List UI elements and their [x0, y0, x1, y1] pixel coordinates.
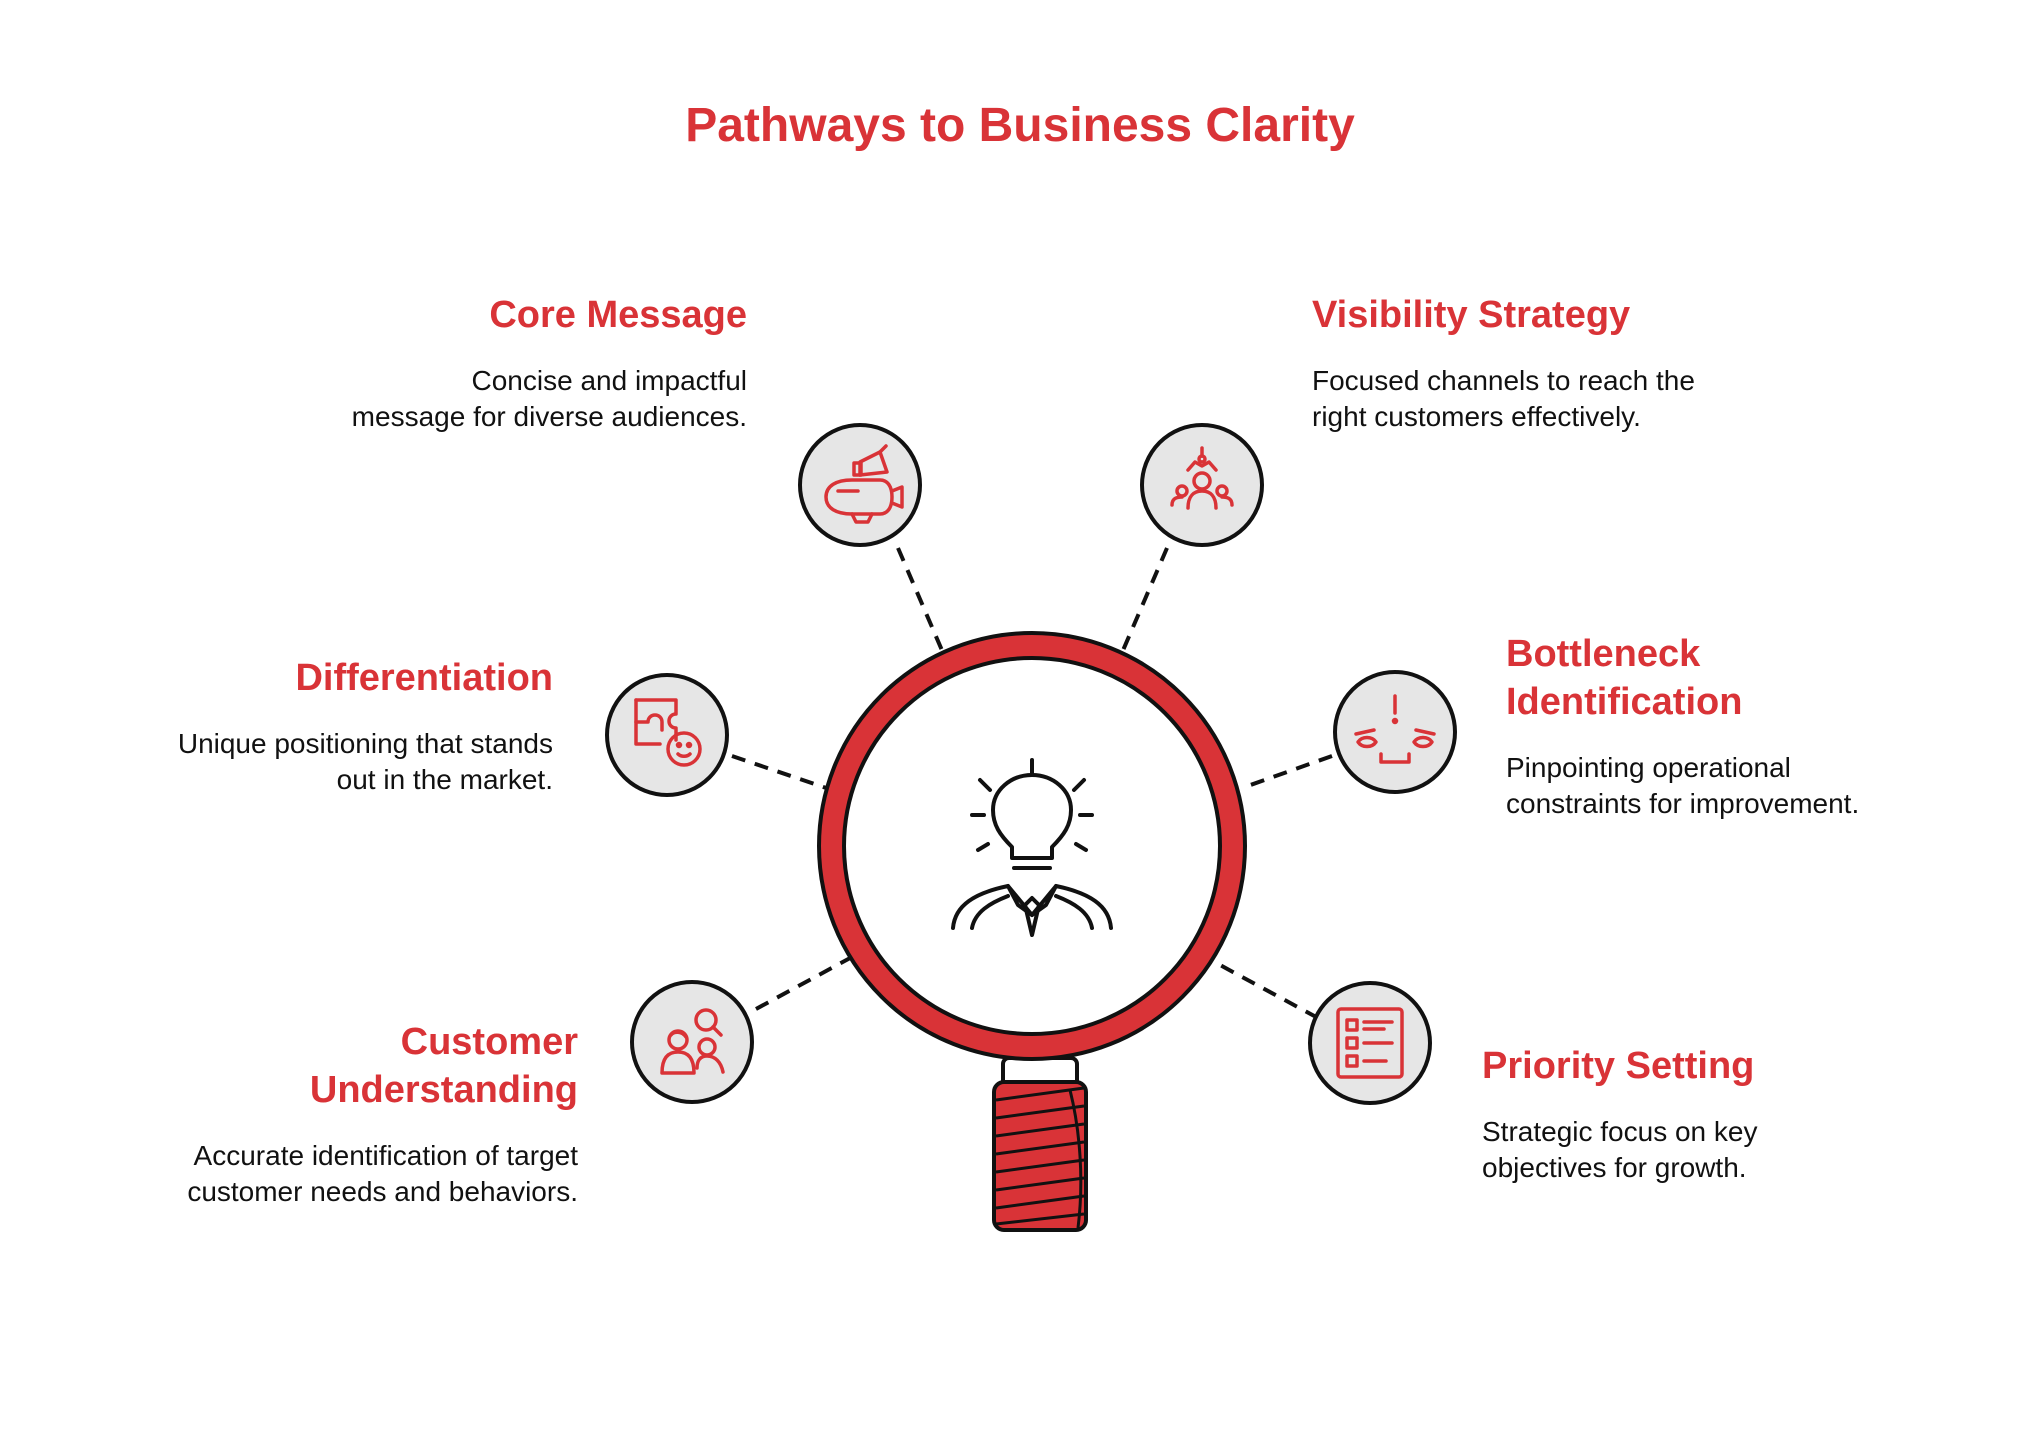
node-heading: Bottleneck Identification [1506, 630, 2040, 726]
node-description-line: Unique positioning that stands [177, 728, 553, 759]
node-heading-line: Bottleneck [1506, 633, 1701, 675]
node-visibility-strategy: Visibility Strategy Focused channels to … [1312, 291, 1872, 435]
node-description-line: right customers effectively. [1312, 401, 1641, 432]
node-core-message: Core Message Concise and impactful messa… [187, 291, 747, 435]
node-priority-setting: Priority Setting Strategic focus on key … [1482, 1042, 2040, 1186]
node-bottleneck-identification-icon-circle [1333, 670, 1457, 794]
connector-customer-understanding [755, 955, 853, 1011]
magnifier-handle [992, 1056, 1088, 1232]
node-differentiation-icon-circle [605, 673, 729, 797]
node-bottleneck-identification: Bottleneck Identification Pinpointing op… [1506, 630, 2040, 822]
connector-bottleneck-identification [1241, 754, 1333, 790]
node-customer-understanding: Customer Understanding Accurate identifi… [18, 1018, 578, 1210]
node-description: Concise and impactful message for divers… [187, 363, 747, 435]
node-heading-line: Customer [400, 1021, 578, 1063]
connectors [731, 547, 1333, 1020]
node-heading-line: Identification [1506, 681, 1743, 723]
node-description-line: message for diverse audiences. [351, 401, 747, 432]
node-core-message-icon-circle [798, 423, 922, 547]
node-description-line: Concise and impactful [471, 365, 747, 396]
connector-visibility-strategy [1116, 547, 1169, 663]
node-description: Strategic focus on key objectives for gr… [1482, 1114, 2040, 1186]
customer-search-icon [660, 1008, 725, 1075]
node-heading: Visibility Strategy [1312, 294, 1631, 336]
node-description-line: customer needs and behaviors. [187, 1176, 578, 1207]
node-heading-line: Understanding [309, 1069, 578, 1111]
node-description: Focused channels to reach the right cust… [1312, 363, 1872, 435]
node-visibility-strategy-icon-circle [1140, 423, 1264, 547]
magnifier-lens [817, 631, 1247, 1061]
node-description-line: Pinpointing operational [1506, 752, 1791, 783]
node-description-line: constraints for improvement. [1506, 788, 1860, 819]
connector-core-message [896, 547, 949, 663]
node-differentiation: Differentiation Unique positioning that … [0, 654, 553, 798]
node-description-line: Strategic focus on key [1482, 1116, 1758, 1147]
checklist-icon [1336, 1007, 1404, 1079]
node-heading: Priority Setting [1482, 1045, 1755, 1087]
node-description: Pinpointing operational constraints for … [1506, 750, 2040, 822]
node-customer-understanding-icon-circle [630, 980, 754, 1104]
connector-priority-setting [1219, 963, 1319, 1020]
bottleneck-face-icon [1354, 694, 1436, 764]
node-description-line: objectives for growth. [1482, 1152, 1747, 1183]
node-description: Unique positioning that stands out in th… [0, 726, 553, 798]
audience-target-icon [1170, 446, 1234, 510]
node-heading: Core Message [489, 294, 747, 336]
node-description-line: Focused channels to reach the [1312, 365, 1695, 396]
node-description: Accurate identification of target custom… [18, 1138, 578, 1210]
connector-differentiation [731, 754, 839, 794]
megaphone-icon [824, 444, 904, 524]
puzzle-face-icon [634, 698, 702, 767]
page-title: Pathways to Business Clarity [685, 99, 1355, 152]
node-description-line: out in the market. [336, 764, 553, 795]
node-heading: Customer Understanding [18, 1018, 578, 1114]
lightbulb-person-icon [951, 758, 1113, 937]
node-description-line: Accurate identification of target [193, 1140, 578, 1171]
node-heading: Differentiation [295, 657, 553, 699]
node-priority-setting-icon-circle [1308, 981, 1432, 1105]
